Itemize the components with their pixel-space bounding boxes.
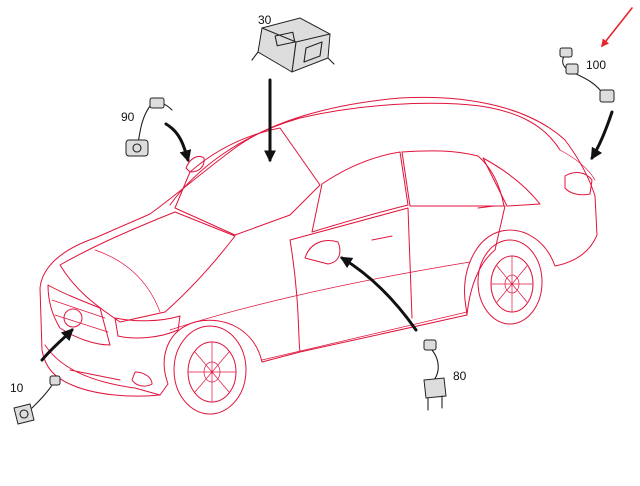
front-wheel [173, 325, 247, 415]
fog-light [131, 371, 153, 387]
rear-door [409, 205, 506, 316]
part-30-sensor-module [251, 17, 335, 73]
side-mirror [304, 240, 341, 265]
rear-quarter-window [482, 157, 541, 207]
callout-80: 80 [453, 369, 467, 383]
trunk-line [559, 149, 596, 181]
part-10-sensor [13, 375, 61, 425]
windshield [174, 127, 321, 236]
part-80-sensor [423, 339, 447, 411]
leader-80 [339, 256, 418, 332]
leader-100 [590, 110, 614, 161]
front-grille [47, 284, 111, 346]
car-body-silhouette [39, 96, 598, 397]
headlight [114, 315, 181, 339]
hood-crease [94, 249, 161, 313]
front-emblem [63, 308, 83, 328]
front-door-handle [371, 235, 393, 241]
callout-100: 100 [586, 58, 606, 72]
tail-light [564, 172, 593, 196]
rear-wheel [477, 239, 543, 325]
car-outline [39, 96, 598, 415]
callout-90: 90 [121, 110, 135, 124]
front-side-window [311, 151, 409, 233]
part-100-harness [559, 47, 615, 103]
car-roof-line [169, 102, 561, 206]
rear-door-handle [477, 205, 495, 209]
side-crease [169, 261, 471, 331]
front-door [289, 207, 413, 353]
leader-90 [164, 122, 192, 163]
leader-10 [40, 328, 74, 362]
front-bumper [44, 344, 161, 396]
callout-10: 10 [10, 381, 24, 395]
side-sill [261, 311, 468, 361]
callout-30: 30 [258, 13, 272, 27]
rear-side-window [401, 150, 505, 207]
part-90-connector [125, 97, 173, 157]
hood [59, 211, 236, 323]
grille-bar [51, 299, 106, 319]
highlight-arrow [601, 7, 633, 48]
